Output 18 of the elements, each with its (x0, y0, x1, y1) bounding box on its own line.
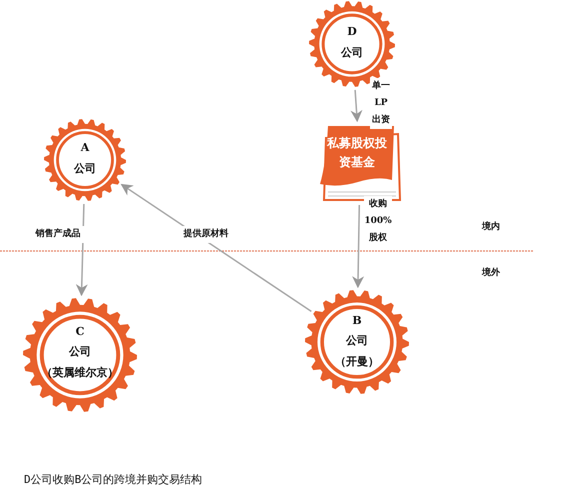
fund-label: 私募股权投资基金 (327, 135, 387, 171)
company-label: 公司 (72, 162, 97, 175)
company-letter: C (74, 325, 86, 338)
arrow (352, 204, 364, 288)
company-label: 公司 (340, 46, 364, 59)
arrow (350, 90, 362, 122)
region-label: 境外 (482, 266, 500, 279)
company-label: 公司 (344, 334, 369, 347)
arrow (120, 184, 312, 312)
caption: D公司收购B公司的跨境并购交易结构 (24, 472, 202, 487)
location-label: （开曼） (334, 355, 380, 368)
company-letter: A (80, 141, 90, 154)
company-label: 公司 (68, 345, 92, 358)
company-letter: D (346, 25, 358, 38)
region-label: 境内 (482, 220, 500, 233)
company-letter: B (351, 314, 363, 327)
edge-label: 单一 LP 出资 (370, 78, 392, 129)
location-label: （英属维尔京） (40, 366, 120, 379)
